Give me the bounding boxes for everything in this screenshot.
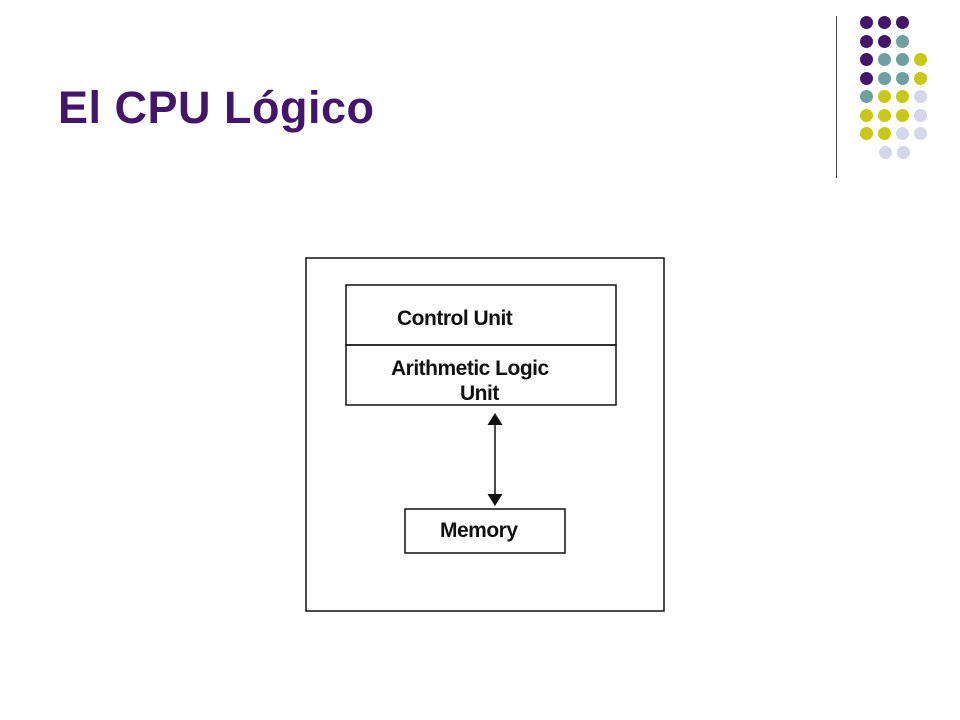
decorative-dot	[878, 90, 891, 103]
decorative-dot	[896, 53, 909, 66]
decorative-dot	[860, 53, 873, 66]
decorative-dot	[897, 145, 910, 159]
decorative-dot	[896, 127, 909, 140]
slide-title: El CPU Lógico	[58, 82, 375, 133]
decorative-dot	[878, 34, 891, 48]
decorative-dot	[878, 108, 891, 122]
alu-box	[345, 344, 617, 406]
decorative-dot	[914, 90, 927, 103]
decorative-dot	[860, 127, 873, 140]
control-unit-label: Control Unit	[397, 307, 513, 330]
decorative-dot	[878, 71, 891, 85]
decorative-dot	[860, 16, 873, 29]
memory-label: Memory	[440, 519, 518, 542]
decorative-dot	[860, 108, 873, 122]
alu-label-line2: Unit	[460, 382, 499, 405]
decorative-dot	[879, 145, 892, 159]
title-divider	[836, 16, 837, 178]
cpu-outer-frame	[305, 257, 665, 612]
decorative-dot	[860, 90, 873, 103]
decorative-dot	[896, 90, 909, 103]
decorative-dot	[896, 34, 909, 48]
decorative-dot	[878, 127, 891, 140]
decorative-dot	[896, 71, 909, 85]
alu-label-line1: Arithmetic Logic	[391, 357, 550, 380]
memory-box	[404, 508, 566, 554]
decorative-dot	[914, 71, 927, 85]
decorative-dot	[914, 53, 927, 66]
decorative-dot	[878, 53, 891, 66]
decorative-dot	[860, 34, 873, 48]
decorative-dot	[896, 16, 909, 29]
cpu-diagram: Control Unit Arithmetic Logic Unit Memor…	[305, 257, 665, 612]
decorative-dot	[896, 108, 909, 122]
decorative-dot	[878, 16, 891, 29]
decorative-dot	[860, 71, 873, 85]
decorative-dot	[914, 127, 927, 140]
decorative-dot	[914, 108, 927, 122]
